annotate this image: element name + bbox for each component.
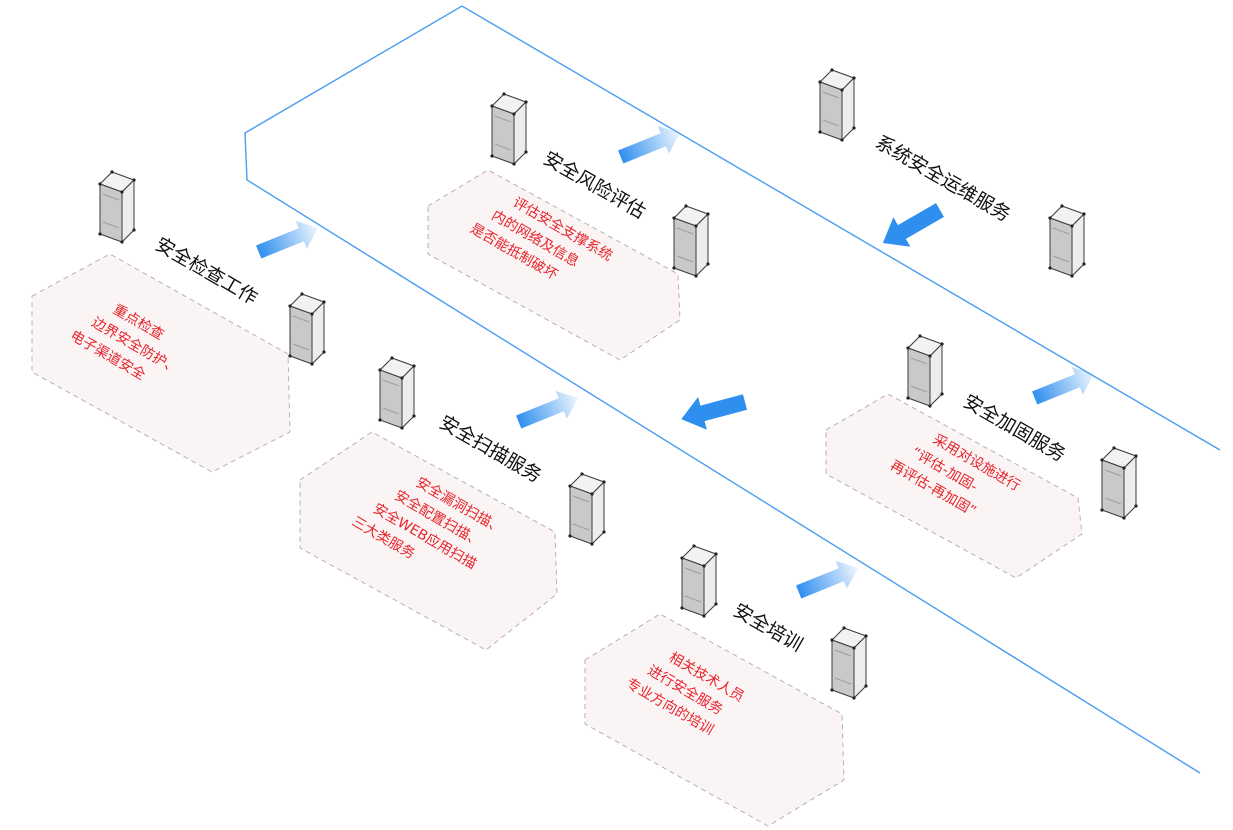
arrow-icon [882,203,944,247]
arrow-icon [796,560,858,599]
server-icon [97,169,137,245]
server-icon [1047,203,1087,279]
service-title: 系统安全运维服务 [872,131,1015,226]
service-title: 安全培训 [730,599,807,656]
arrow-icon [681,394,748,430]
note-box-inspection [31,253,291,473]
server-icon [829,625,869,701]
server-icon [671,203,711,279]
server-icon [1099,445,1139,521]
server-icon [905,333,945,409]
server-icon [287,291,327,367]
server-icon [679,543,719,619]
note-box-risk-assessment [427,169,681,361]
arrow-icon [516,390,578,429]
arrow-icon [1032,366,1094,405]
server-icon [489,91,529,167]
arrow-icon [618,125,680,164]
server-icon [377,355,417,431]
note-box-training [584,613,845,827]
arrow-icon [256,220,318,259]
note-box-hardening [825,393,1083,579]
server-icon [817,67,857,143]
server-icon [567,471,607,547]
note-box-scanning [299,431,558,651]
boundary-line [244,5,1221,774]
